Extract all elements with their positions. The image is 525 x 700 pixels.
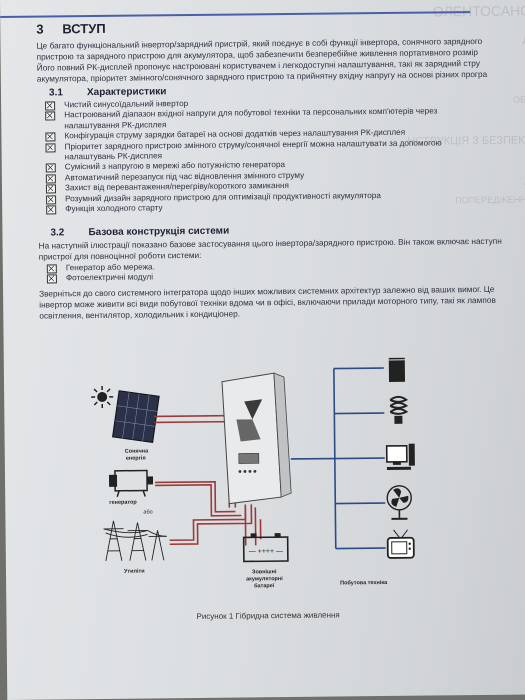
sun-icon: [91, 385, 114, 408]
checkbox-bullet-icon: [45, 184, 57, 194]
output-wires: [290, 367, 386, 550]
checkbox-bullet-icon: [45, 132, 56, 142]
system-line-1: На наступній ілюстрації показано базове …: [38, 235, 502, 251]
battery-label-line-1: Зовнішні: [252, 569, 277, 575]
features-list: Чистий синусоїдальний інвертор Настроюва…: [45, 96, 442, 215]
subsection-title: Базова конструкція системи: [88, 225, 230, 239]
inverter-icon: [221, 372, 292, 505]
header-rule: [0, 11, 471, 18]
utility-tower-icon: [103, 520, 167, 562]
device-item: Фотоелектричні модулі: [46, 273, 155, 285]
devices-list: Генератор або мережа. Фотоелектричні мод…: [46, 262, 155, 285]
solar-panel-icon: [112, 390, 160, 443]
solar-label-line-1: Сонячна: [125, 448, 149, 454]
battery-label-line-2: акумуляторні: [246, 576, 283, 582]
light-bulb-icon: [389, 395, 409, 424]
utility-label: Утиліти: [124, 569, 145, 575]
tv-icon: [386, 529, 415, 559]
fan-icon: [386, 485, 412, 520]
system-line-2: пристрої для повноцінної роботи системи:: [38, 249, 202, 262]
section-number: 3: [36, 21, 44, 37]
section-title: ВСТУП: [62, 20, 106, 37]
battery-icon: — ++++ —: [242, 533, 289, 563]
checkbox-bullet-icon: [45, 111, 56, 121]
checkbox-bullet-icon: [45, 163, 56, 173]
subsection-number: 3.2: [50, 227, 65, 239]
battery-label-line-3: батареї: [254, 582, 275, 589]
or-label: або: [143, 509, 152, 515]
subsection-number: 3.1: [48, 87, 63, 99]
solar-label-line-2: енергія: [126, 456, 146, 462]
checkbox-bullet-icon: [46, 274, 57, 284]
figure-caption: Рисунок 1 Гібридна система живлення: [196, 610, 340, 621]
generator-label: генератор: [109, 500, 137, 506]
subsection-heading-features: 3.1 Характеристики: [49, 86, 166, 98]
after-line-3: освітлення, вентилятор, холодильник і ко…: [39, 308, 241, 321]
battery-wires: [244, 507, 262, 546]
checkbox-bullet-icon: [45, 101, 56, 111]
svg-text:— ++++ —: — ++++ —: [249, 548, 283, 555]
checkbox-bullet-icon: [45, 143, 56, 153]
checkbox-bullet-icon: [46, 264, 57, 274]
subsection-heading-system: 3.2 Базова конструкція системи: [50, 226, 229, 239]
generator-icon: [108, 469, 154, 498]
section-heading: 3 ВСТУП: [36, 21, 105, 37]
checkbox-bullet-icon: [45, 174, 56, 184]
checkbox-bullet-icon: [46, 205, 57, 215]
refrigerator-icon: [388, 356, 406, 382]
checkbox-bullet-icon: [46, 195, 57, 205]
computer-icon: [385, 443, 415, 470]
appliances-label: Побутова техніка: [340, 579, 388, 587]
subsection-title: Характеристики: [86, 86, 167, 99]
hybrid-system-diagram: Сонячна енергія генератор або Утиліти: [91, 356, 415, 589]
